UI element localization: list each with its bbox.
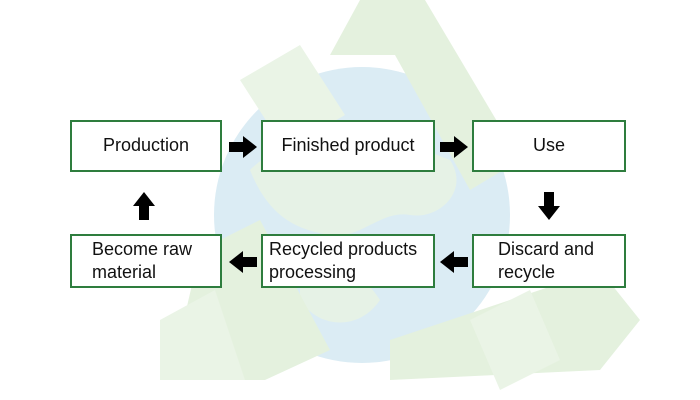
- step-recycled-processing-label: Recycled products processing: [269, 238, 418, 282]
- step-finished-product: Finished product: [261, 120, 435, 172]
- step-production-label: Production: [102, 135, 190, 156]
- arrow-up-icon: [133, 192, 155, 220]
- recycle-arrowhead: [160, 290, 245, 380]
- step-use: Use: [472, 120, 626, 172]
- step-discard-recycle: Discard and recycle: [472, 234, 626, 288]
- arrow-left-icon: [440, 251, 468, 273]
- step-recycled-processing: Recycled products processing: [261, 234, 435, 288]
- step-production: Production: [70, 120, 222, 172]
- step-use-label: Use: [532, 135, 565, 156]
- arrow-right-icon: [229, 136, 257, 158]
- arrow-right-icon: [440, 136, 468, 158]
- step-become-raw-material-label: Become raw material: [92, 238, 193, 282]
- recycle-arrowhead: [470, 290, 560, 390]
- step-become-raw-material: Become raw material: [70, 234, 222, 288]
- step-discard-recycle-label: Discard and recycle: [498, 238, 595, 282]
- step-finished-product-label: Finished product: [281, 135, 415, 156]
- arrow-down-icon: [538, 192, 560, 220]
- arrow-left-icon: [229, 251, 257, 273]
